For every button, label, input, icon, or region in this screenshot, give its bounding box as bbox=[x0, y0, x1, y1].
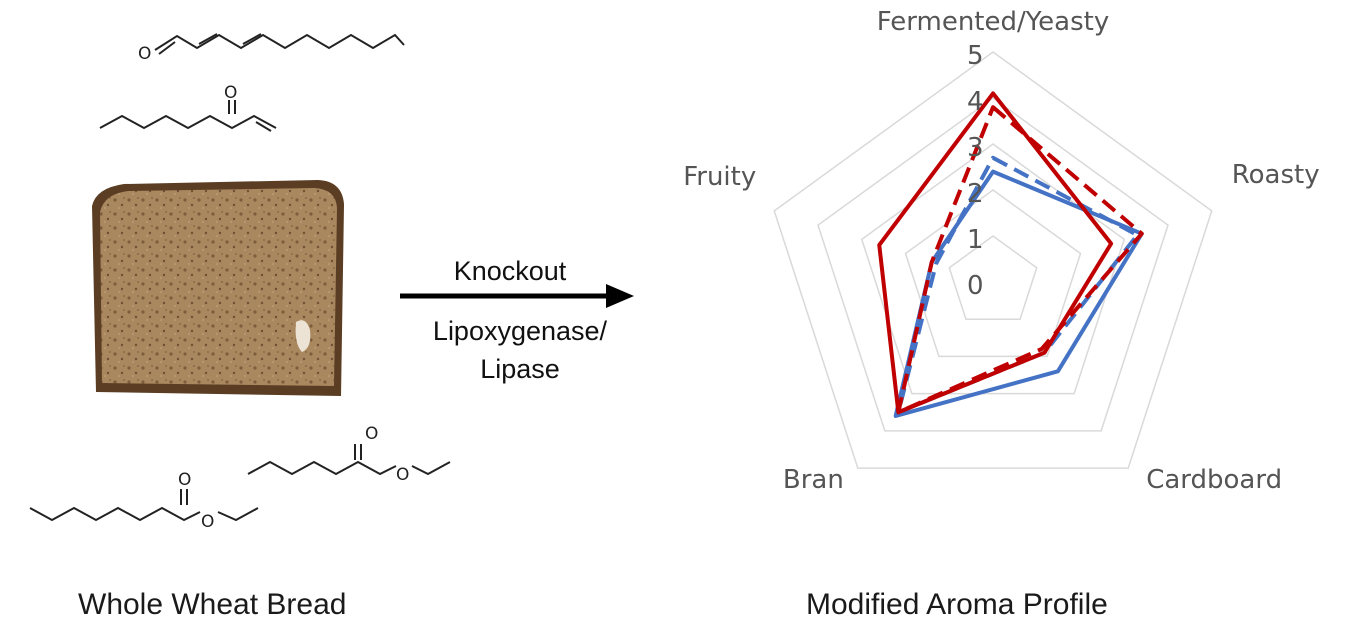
oxygen-label: O bbox=[224, 83, 237, 103]
caption-modified-aroma-profile: Modified Aroma Profile bbox=[806, 588, 1108, 621]
arrow-label-lipase: Lipase bbox=[480, 354, 560, 384]
tick-label: 0 bbox=[967, 271, 984, 301]
tick-label: 3 bbox=[967, 133, 984, 163]
series-line-2 bbox=[896, 155, 1140, 415]
molecule-decadienal: O bbox=[138, 33, 405, 64]
axis-label-bran: Bran bbox=[783, 465, 844, 495]
oxygen-label: O bbox=[396, 465, 409, 485]
tick-label: 5 bbox=[967, 41, 984, 71]
series-line-1 bbox=[893, 169, 1144, 418]
axis-label-fruity: Fruity bbox=[683, 162, 756, 192]
grid-ring-2 bbox=[904, 189, 1082, 358]
tick-label: 2 bbox=[967, 179, 984, 209]
series-line-3 bbox=[877, 91, 1114, 415]
grid-ring-3 bbox=[860, 143, 1126, 395]
grid-ring-4 bbox=[817, 97, 1169, 432]
arrow-label-knockout: Knockout bbox=[453, 256, 567, 286]
grid-ring-5 bbox=[773, 51, 1213, 469]
knockout-arrow bbox=[400, 284, 634, 308]
axis-label-roasty: Roasty bbox=[1232, 160, 1320, 190]
oxygen-label: O bbox=[138, 44, 151, 64]
molecule-ethyl-hexanoate: O O bbox=[247, 424, 451, 485]
oxygen-label: O bbox=[201, 512, 214, 532]
molecule-ethyl-heptanoate: O O bbox=[29, 470, 259, 532]
tick-label: 1 bbox=[967, 225, 984, 255]
oxygen-label: O bbox=[178, 470, 191, 490]
axis-label-cardboard: Cardboard bbox=[1146, 465, 1282, 495]
tick-label: 4 bbox=[967, 87, 984, 117]
oxygen-label: O bbox=[365, 424, 378, 444]
arrow-label-lipoxygenase: Lipoxygenase/ bbox=[432, 316, 608, 346]
bread-slice-image bbox=[92, 180, 344, 396]
series-line-4 bbox=[896, 105, 1144, 415]
molecule-octenone: O bbox=[99, 83, 277, 132]
caption-whole-wheat-bread: Whole Wheat Bread bbox=[78, 588, 347, 621]
grid-ring-1 bbox=[948, 235, 1038, 320]
axis-label-fermented-yeasty: Fermented/Yeasty bbox=[877, 7, 1110, 37]
